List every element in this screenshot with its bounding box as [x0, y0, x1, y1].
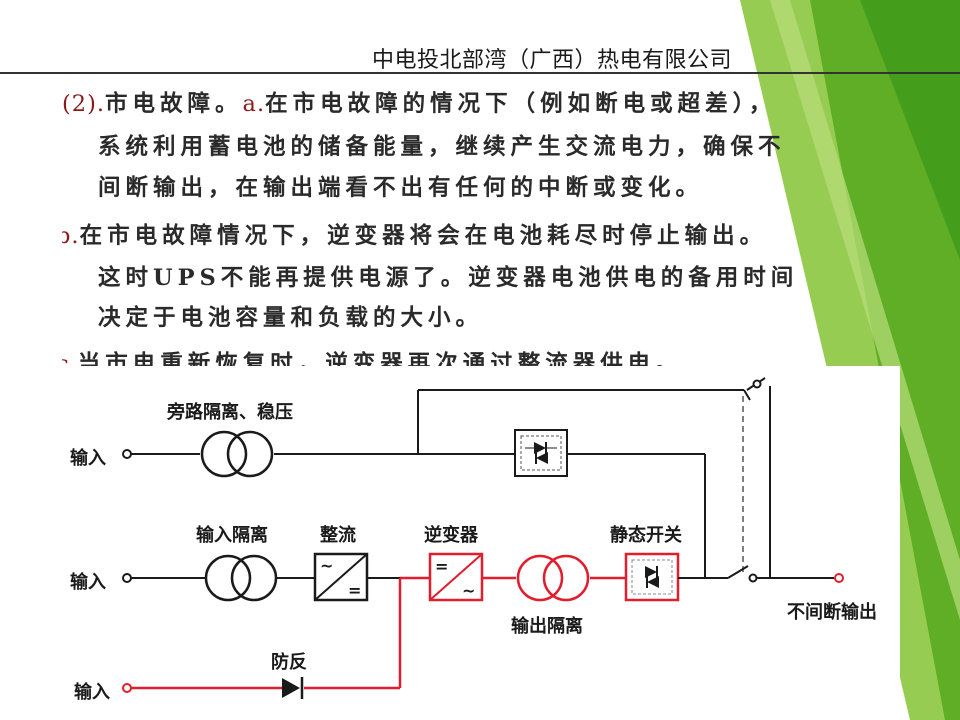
- inverter-label: 逆变器: [424, 525, 478, 546]
- input-isolation-label: 输入隔离: [196, 525, 268, 546]
- input-terminal-icon: [122, 449, 132, 459]
- output-isolation-label: 输出隔离: [511, 616, 583, 637]
- anti-reverse-label: 防反: [271, 652, 307, 673]
- bypass-line: [131, 377, 771, 578]
- switch-contact-icon: [752, 379, 762, 389]
- svg-text:=: =: [435, 557, 448, 576]
- header-divider: [0, 72, 960, 74]
- static-switch-icon: [624, 552, 680, 602]
- text-line-5: 这时UPS不能再提供电源了。逆变器电池供电的备用时间: [98, 265, 799, 291]
- input-label: 输入: [70, 572, 106, 593]
- active-power-path: [131, 576, 626, 690]
- static-switch-label: 静态开关: [610, 525, 682, 546]
- input-label: 输入: [70, 448, 106, 469]
- input-label: 输入: [74, 682, 110, 703]
- ups-output-label: 不间断输出: [787, 602, 877, 623]
- item-marker: b.: [62, 223, 80, 249]
- bypass-transformer-icon: [200, 430, 274, 478]
- text-line-4: b.在市电故障情况下，逆变器将会在电池耗尽时停止输出。: [62, 218, 767, 250]
- item-marker: c.: [62, 351, 78, 368]
- output-terminal-icon: [834, 573, 844, 583]
- input-transformer-icon: [204, 554, 278, 602]
- output-transformer-icon: [516, 554, 590, 602]
- text-line-3: 间断输出，在输出端看不出有任何的中断或变化。: [98, 175, 704, 201]
- switch-contact-icon: [748, 573, 758, 583]
- rectifier-icon: ~ =: [313, 552, 369, 602]
- svg-text:~: ~: [462, 581, 475, 600]
- svg-text:=: =: [348, 581, 361, 600]
- ups-diagram: ~ = = ~: [0, 366, 900, 720]
- text-line-1: (2).市电故障。a.在市电故障的情况下（例如断电或超差），: [62, 91, 777, 117]
- output-line: [678, 565, 834, 579]
- bypass-label: 旁路隔离、稳压: [167, 402, 293, 423]
- input-terminal-icon: [122, 683, 132, 693]
- ups-circuit: ~ = = ~: [0, 366, 900, 720]
- rectifier-label: 整流: [320, 525, 356, 546]
- anti-reverse-diode-icon: [282, 677, 304, 699]
- item-marker: a.: [242, 91, 266, 117]
- bypass-static-switch-icon: [514, 429, 568, 477]
- item-marker: (2).: [62, 91, 106, 117]
- input-terminal-icon: [122, 573, 132, 583]
- company-name: 中电投北部湾（广西）热电有限公司: [372, 48, 733, 73]
- body-text: (2).市电故障。a.在市电故障的情况下（例如断电或超差）， 系统利用蓄电池的储…: [62, 80, 922, 368]
- text-line-7: c.当市电重新恢复时，逆变器再次通过整流器供电。: [62, 346, 683, 368]
- inverter-icon: = ~: [428, 552, 484, 602]
- text-line-6: 决定于电池容量和负载的大小。: [98, 305, 484, 331]
- svg-text:~: ~: [320, 556, 333, 575]
- text-line-2: 系统利用蓄电池的储备能量，继续产生交流电力，确保不: [98, 134, 786, 160]
